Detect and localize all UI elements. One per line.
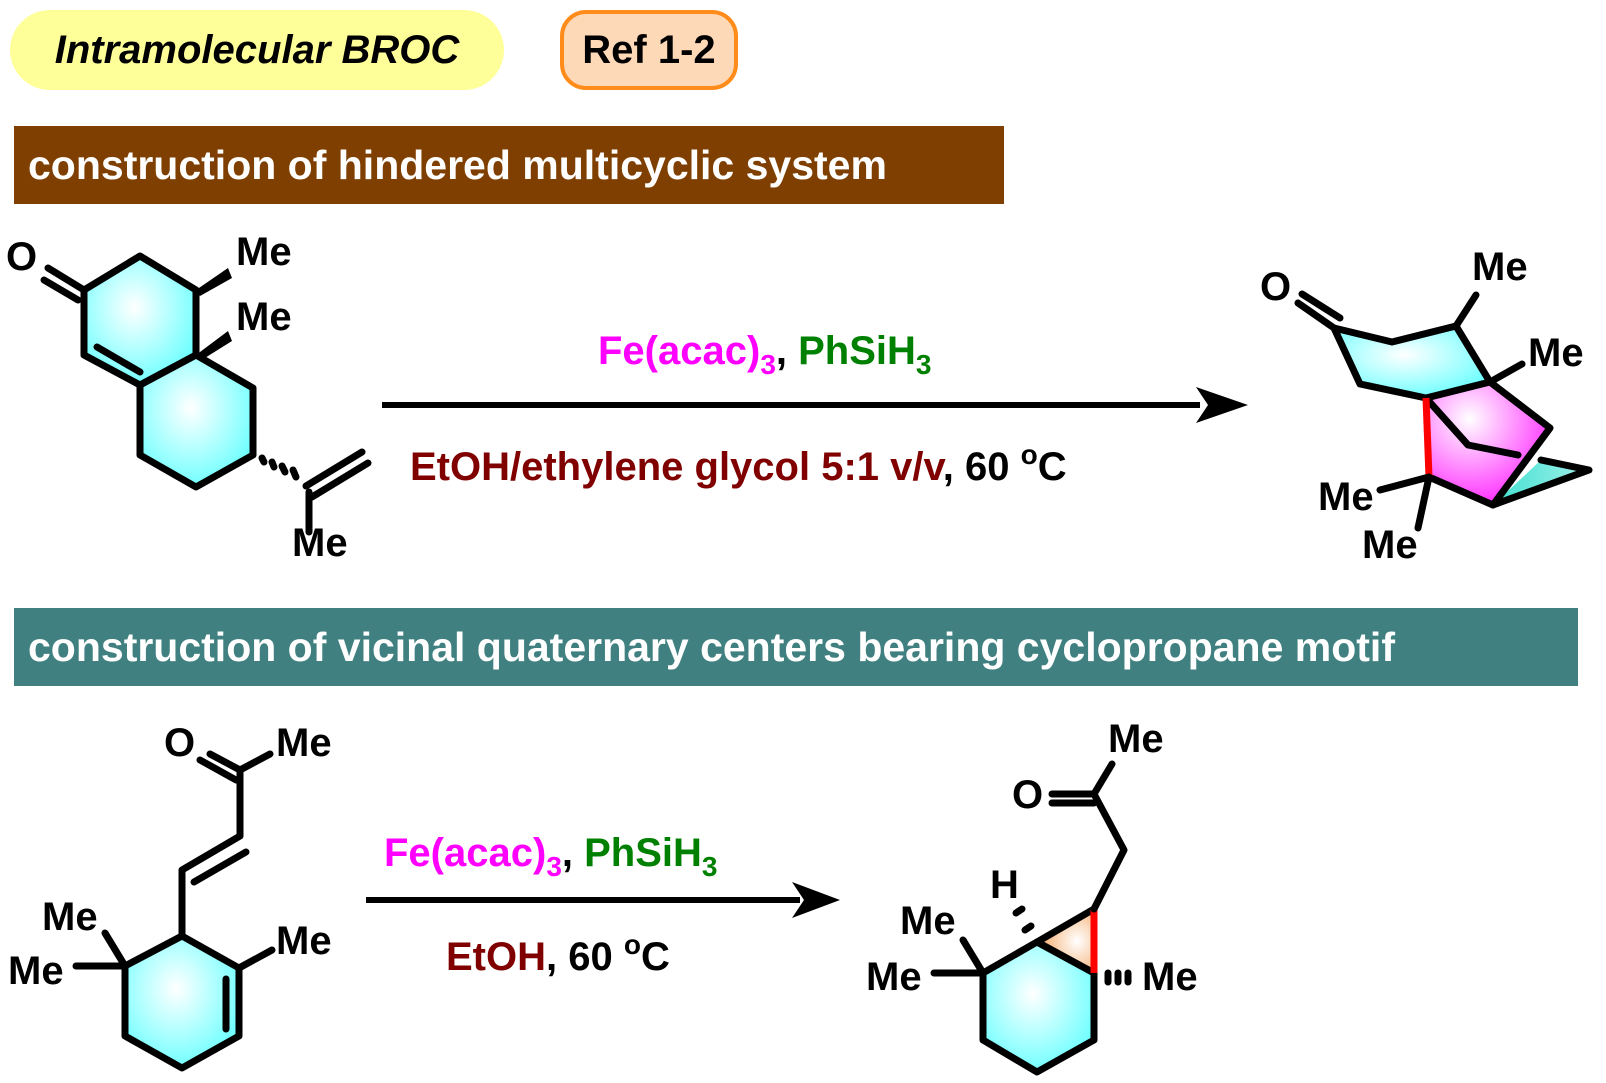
bond bbox=[1486, 360, 1526, 386]
arrow-head bbox=[792, 882, 840, 918]
section-banner-cyclopropane: construction of vicinal quaternary cente… bbox=[14, 608, 1578, 686]
temperature-label: 60 bbox=[568, 935, 624, 979]
atom-label-methyl: Me bbox=[1528, 331, 1584, 375]
degree-symbol: o bbox=[1021, 439, 1038, 470]
atom-label-methyl: Me bbox=[1142, 955, 1198, 999]
cyclopropane-fill bbox=[1037, 909, 1094, 973]
bond bbox=[1033, 905, 1098, 946]
reductant-label: PhSiH bbox=[798, 329, 916, 373]
conditions-2: EtOH, 60 oC bbox=[446, 929, 670, 979]
hashed-bond bbox=[1104, 969, 1132, 986]
reference-badge: Ref 1-2 bbox=[560, 10, 738, 90]
bond bbox=[1489, 456, 1593, 509]
atom-label-oxygen: O bbox=[6, 235, 37, 279]
reagents-1: Fe(acac)3, PhSiH3 bbox=[598, 329, 932, 380]
atom-label-methyl: Me bbox=[1318, 475, 1374, 519]
alkene-bond bbox=[302, 448, 372, 501]
atom-label-methyl: Me bbox=[236, 230, 292, 274]
bond bbox=[930, 936, 987, 977]
solvent-label: EtOH/ethylene glycol 5:1 v/v bbox=[410, 445, 946, 489]
catalyst-subscript: 3 bbox=[546, 851, 562, 882]
atom-label-oxygen: O bbox=[1012, 773, 1043, 817]
degree-symbol: o bbox=[624, 929, 641, 960]
bond bbox=[178, 766, 244, 940]
substrate-1-structure: O Me Me Me bbox=[6, 230, 372, 565]
section-banner-multicyclic: construction of hindered multicyclic sys… bbox=[14, 126, 1004, 204]
ring-fill bbox=[1334, 326, 1490, 398]
temperature-label: 60 bbox=[965, 445, 1021, 489]
catalyst-label: Fe(acac) bbox=[598, 329, 760, 373]
banner-text: construction of vicinal quaternary cente… bbox=[28, 623, 1395, 670]
atom-label-hydrogen: H bbox=[990, 863, 1019, 907]
bond bbox=[136, 351, 257, 491]
reductant-label: PhSiH bbox=[584, 831, 702, 875]
bicyclic-fill bbox=[1426, 382, 1550, 505]
reductant-subscript: 3 bbox=[702, 851, 718, 882]
solvent-label: EtOH bbox=[446, 935, 546, 979]
atom-label-methyl: Me bbox=[900, 899, 956, 943]
atom-label-methyl: Me bbox=[42, 895, 98, 939]
bond bbox=[236, 750, 274, 774]
atom-label-methyl: Me bbox=[276, 919, 332, 963]
carbonyl-bond bbox=[1048, 790, 1098, 807]
title-text: Intramolecular BROC bbox=[54, 27, 460, 72]
carbonyl-bond bbox=[196, 750, 244, 784]
carbonyl-bond bbox=[1294, 290, 1344, 332]
reagents-2: Fe(acac)3, PhSiH3 bbox=[384, 831, 718, 882]
product-1-structure: O Me Me Me Me bbox=[1260, 245, 1593, 567]
bond bbox=[1376, 473, 1433, 532]
ring-fill bbox=[125, 936, 239, 1068]
reaction-arrow-2 bbox=[366, 882, 840, 918]
carbonyl-bond bbox=[40, 264, 88, 304]
separator: , bbox=[562, 831, 584, 875]
atom-label-methyl: Me bbox=[866, 955, 922, 999]
catalyst-subscript: 3 bbox=[760, 349, 776, 380]
ring-fill bbox=[140, 355, 253, 487]
separator: , bbox=[546, 935, 568, 979]
reference-text: Ref 1-2 bbox=[582, 27, 716, 72]
wedge-bond bbox=[196, 268, 232, 296]
bond bbox=[1425, 378, 1554, 509]
conditions-1: EtOH/ethylene glycol 5:1 v/v, 60 oC bbox=[410, 439, 1067, 489]
product-2-structure: O Me H Me Me Me bbox=[866, 717, 1198, 1076]
temperature-unit: C bbox=[641, 935, 670, 979]
atom-label-methyl: Me bbox=[1108, 717, 1164, 761]
atom-label-methyl: Me bbox=[276, 721, 332, 765]
atom-label-methyl: Me bbox=[1362, 523, 1418, 567]
bond bbox=[1090, 760, 1128, 913]
wedge-bond bbox=[196, 331, 232, 361]
atom-label-methyl: Me bbox=[8, 949, 64, 993]
substrate-2-structure: O Me Me Me Me bbox=[8, 721, 332, 1072]
banner-text: construction of hindered multicyclic sys… bbox=[28, 141, 887, 188]
atom-label-methyl: Me bbox=[236, 295, 292, 339]
hashed-bond bbox=[1012, 905, 1035, 934]
title-badge: Intramolecular BROC bbox=[10, 10, 504, 90]
catalyst-label: Fe(acac) bbox=[384, 831, 546, 875]
atom-label-methyl: Me bbox=[1472, 245, 1528, 289]
bond bbox=[72, 929, 129, 970]
new-bond-highlight bbox=[1422, 397, 1433, 478]
bond bbox=[235, 946, 276, 972]
ring-fill bbox=[983, 942, 1094, 1072]
atom-label-methyl: Me bbox=[292, 521, 348, 565]
separator: , bbox=[776, 329, 798, 373]
reaction-arrow-1 bbox=[382, 387, 1248, 423]
temperature-unit: C bbox=[1038, 445, 1067, 489]
bond bbox=[1452, 291, 1480, 330]
double-bond-inner bbox=[190, 848, 250, 886]
atom-label-oxygen: O bbox=[164, 721, 195, 765]
arrow-head bbox=[1196, 387, 1248, 423]
reductant-subscript: 3 bbox=[916, 349, 932, 380]
separator: , bbox=[943, 445, 965, 489]
atom-label-oxygen: O bbox=[1260, 265, 1291, 309]
bond bbox=[1422, 394, 1522, 459]
double-bond-inner bbox=[93, 343, 144, 376]
hashed-bond bbox=[258, 454, 300, 481]
